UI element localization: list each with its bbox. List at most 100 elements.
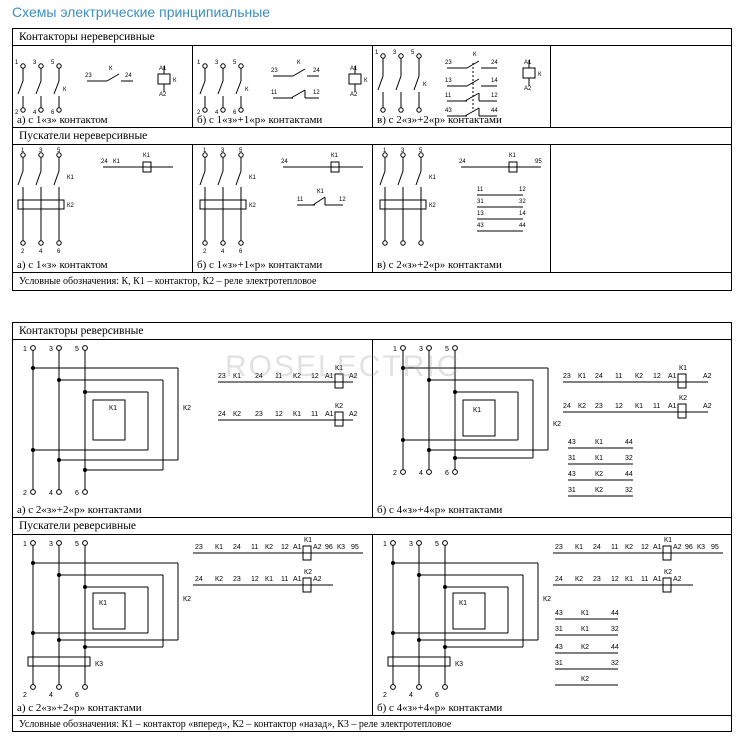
svg-text:4: 4 bbox=[409, 692, 413, 699]
svg-text:43: 43 bbox=[568, 471, 576, 478]
svg-text:К2: К2 bbox=[581, 644, 589, 651]
svg-text:К1: К1 bbox=[625, 576, 633, 583]
svg-text:А1: А1 bbox=[159, 66, 167, 72]
svg-text:К1: К1 bbox=[113, 159, 120, 165]
svg-text:4: 4 bbox=[215, 110, 219, 116]
svg-text:23: 23 bbox=[595, 403, 603, 410]
svg-text:К2: К2 bbox=[265, 544, 273, 551]
svg-text:2: 2 bbox=[197, 110, 201, 116]
svg-text:1: 1 bbox=[393, 346, 397, 353]
svg-text:А1: А1 bbox=[325, 411, 334, 418]
svg-text:К1: К1 bbox=[575, 544, 583, 551]
svg-text:44: 44 bbox=[625, 471, 633, 478]
svg-text:5: 5 bbox=[75, 346, 79, 353]
caption-starter-2no2nc: в) с 2«з»+2«р» контактами bbox=[377, 259, 502, 271]
svg-text:11: 11 bbox=[477, 187, 484, 193]
svg-text:К: К bbox=[297, 60, 301, 66]
svg-text:К2: К2 bbox=[595, 487, 603, 494]
svg-text:К1: К1 bbox=[143, 153, 150, 159]
svg-text:6: 6 bbox=[75, 490, 79, 497]
svg-text:К2: К2 bbox=[553, 421, 561, 428]
svg-text:11: 11 bbox=[611, 544, 618, 551]
svg-text:К1: К1 bbox=[664, 537, 672, 544]
svg-text:К3: К3 bbox=[697, 544, 705, 551]
svg-text:4: 4 bbox=[39, 249, 43, 255]
svg-text:К2: К2 bbox=[183, 405, 191, 412]
svg-text:К1: К1 bbox=[509, 153, 516, 159]
svg-text:1: 1 bbox=[15, 60, 19, 66]
svg-text:31: 31 bbox=[555, 626, 563, 633]
svg-text:31: 31 bbox=[477, 199, 484, 205]
svg-text:5: 5 bbox=[51, 60, 55, 66]
caption-starter-1no: а) с 1«з» контактом bbox=[17, 259, 108, 271]
svg-text:12: 12 bbox=[275, 411, 283, 418]
svg-text:А2: А2 bbox=[524, 86, 532, 92]
svg-text:К1: К1 bbox=[473, 407, 481, 414]
svg-text:6: 6 bbox=[445, 470, 449, 477]
svg-text:К3: К3 bbox=[455, 661, 463, 668]
svg-text:А2: А2 bbox=[313, 544, 322, 551]
svg-text:К3: К3 bbox=[337, 544, 345, 551]
svg-text:К: К bbox=[364, 78, 368, 84]
svg-text:43: 43 bbox=[555, 644, 563, 651]
svg-text:23: 23 bbox=[271, 68, 278, 74]
svg-text:К2: К2 bbox=[635, 373, 643, 380]
svg-text:2: 2 bbox=[383, 692, 387, 699]
svg-text:24: 24 bbox=[563, 403, 571, 410]
svg-text:К1: К1 bbox=[265, 576, 273, 583]
svg-text:К: К bbox=[538, 72, 542, 78]
svg-text:5: 5 bbox=[57, 148, 61, 154]
svg-text:К1: К1 bbox=[581, 626, 589, 633]
svg-text:2: 2 bbox=[203, 249, 207, 255]
svg-text:5: 5 bbox=[75, 541, 79, 548]
svg-text:К1: К1 bbox=[331, 153, 338, 159]
svg-text:К2: К2 bbox=[575, 576, 583, 583]
svg-text:44: 44 bbox=[519, 223, 526, 229]
svg-text:5: 5 bbox=[411, 50, 415, 56]
svg-text:12: 12 bbox=[611, 576, 619, 583]
svg-text:1: 1 bbox=[375, 50, 379, 56]
svg-text:К1: К1 bbox=[635, 403, 643, 410]
svg-text:К3: К3 bbox=[95, 661, 103, 668]
caption-rev-starter-4no4nc: б) с 4«з»+4«р» контактами bbox=[377, 702, 503, 714]
svg-text:К1: К1 bbox=[595, 439, 603, 446]
section-title-contactors-rev: Контакторы реверсивные bbox=[13, 323, 731, 340]
svg-text:24: 24 bbox=[555, 576, 563, 583]
svg-text:11: 11 bbox=[311, 411, 318, 418]
svg-text:23: 23 bbox=[195, 544, 203, 551]
svg-text:1: 1 bbox=[203, 148, 207, 154]
svg-text:К2: К2 bbox=[183, 596, 191, 603]
cell-empty bbox=[551, 46, 731, 127]
svg-text:12: 12 bbox=[281, 544, 289, 551]
svg-text:2: 2 bbox=[15, 110, 19, 116]
svg-text:К1: К1 bbox=[595, 455, 603, 462]
svg-text:23: 23 bbox=[218, 373, 226, 380]
svg-text:2: 2 bbox=[23, 490, 27, 497]
caption-rev-contactor-4no4nc: б) с 4«з»+4«р» контактами bbox=[377, 504, 503, 516]
svg-text:А1: А1 bbox=[524, 60, 532, 66]
svg-text:44: 44 bbox=[625, 439, 633, 446]
svg-text:32: 32 bbox=[611, 626, 619, 633]
svg-text:4: 4 bbox=[419, 470, 423, 477]
svg-text:12: 12 bbox=[251, 576, 259, 583]
svg-text:23: 23 bbox=[555, 544, 563, 551]
svg-text:43: 43 bbox=[445, 108, 452, 114]
svg-text:А2: А2 bbox=[313, 576, 322, 583]
svg-text:К1: К1 bbox=[233, 373, 241, 380]
svg-text:К: К bbox=[423, 82, 427, 88]
svg-text:3: 3 bbox=[419, 346, 423, 353]
svg-text:4: 4 bbox=[221, 249, 225, 255]
svg-text:К: К bbox=[173, 78, 177, 84]
svg-text:24: 24 bbox=[101, 159, 108, 165]
svg-text:К2: К2 bbox=[679, 395, 687, 402]
svg-text:А1: А1 bbox=[653, 544, 662, 551]
section-title-starters-rev: Пускатели реверсивные bbox=[13, 518, 731, 535]
svg-text:К2: К2 bbox=[67, 203, 74, 209]
svg-text:24: 24 bbox=[255, 373, 263, 380]
svg-text:24: 24 bbox=[233, 544, 241, 551]
